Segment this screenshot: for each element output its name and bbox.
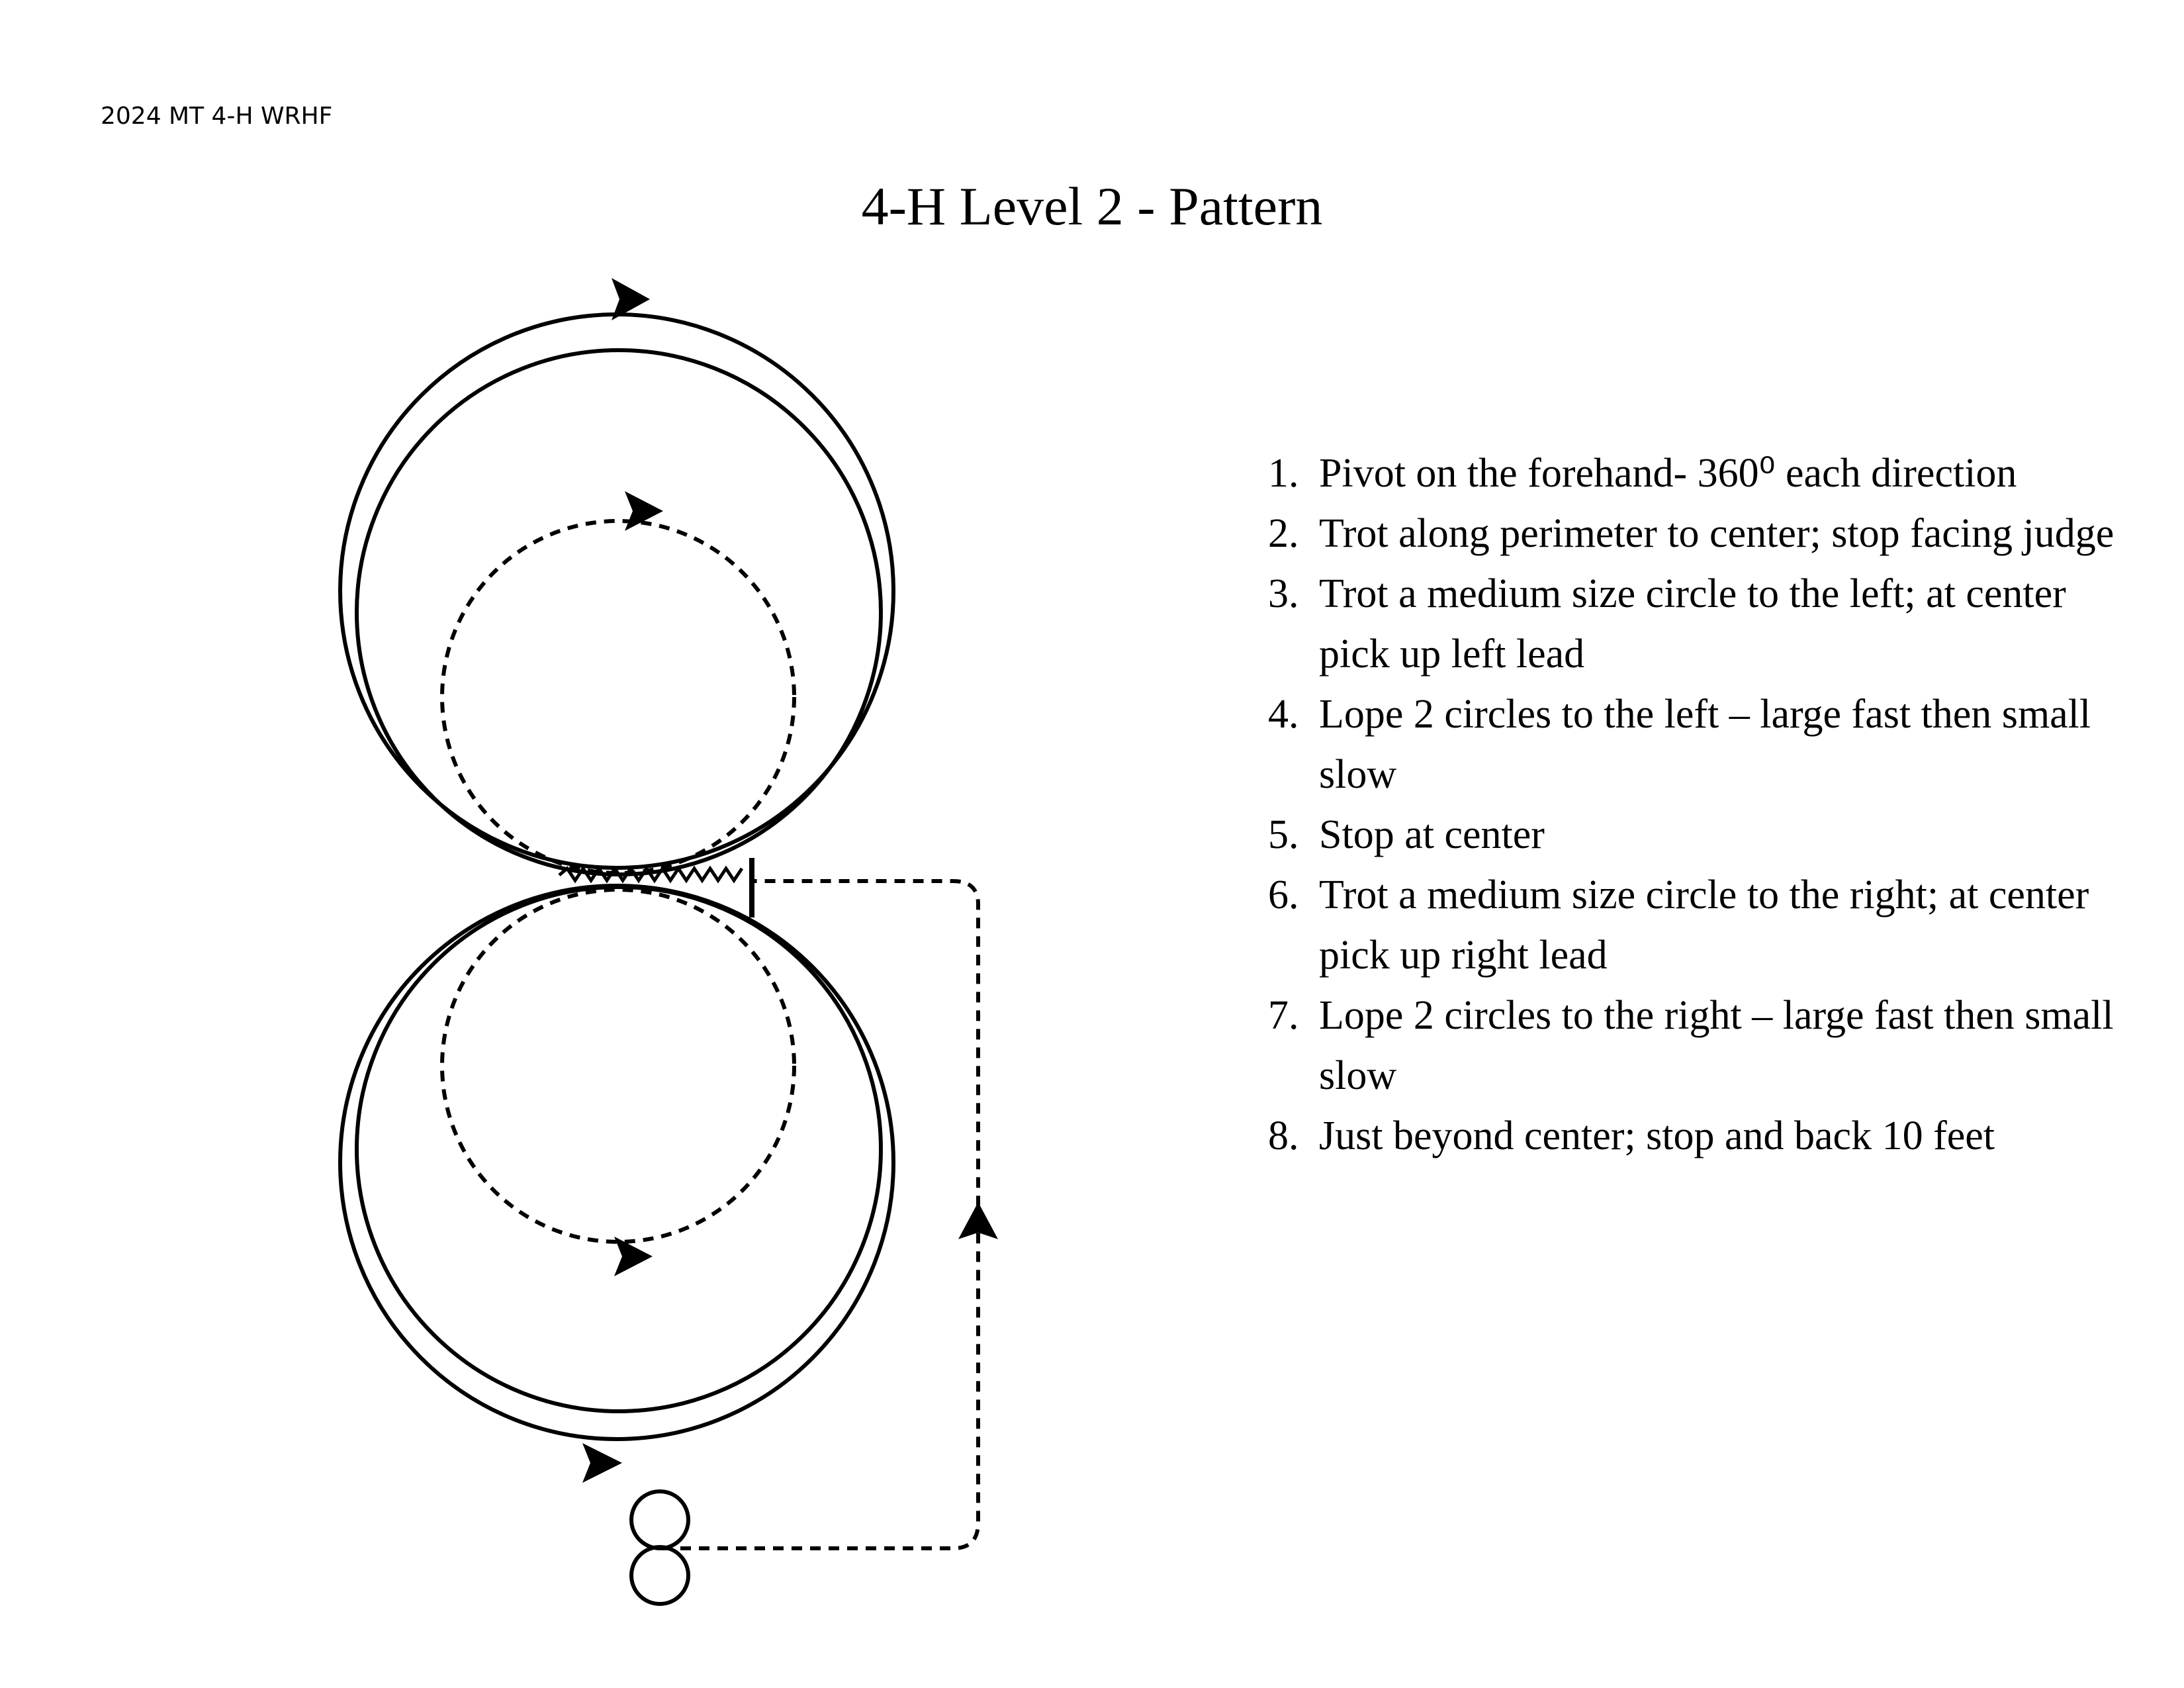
step-number: 8. [1268, 1113, 1299, 1158]
step-text: Stop at center [1319, 812, 1545, 857]
step-number: 6. [1268, 872, 1299, 917]
return-path-dashed [662, 879, 980, 1550]
step-item: 6. Trot a medium size circle to the righ… [1268, 865, 2128, 986]
page-title: 4-H Level 2 - Pattern [861, 176, 1323, 236]
inner-bottom-circle [355, 885, 883, 1413]
step-number: 1. [1268, 451, 1299, 496]
step-number: 4. [1268, 692, 1299, 737]
step-text: Trot a medium size circle to the left; a… [1319, 571, 2066, 677]
step-text: Lope 2 circles to the right – large fast… [1319, 993, 2114, 1098]
arrow-return-up [958, 1202, 998, 1239]
arrow-top-outer [612, 278, 650, 320]
arrow-top-dashed [625, 491, 663, 531]
step-text: Lope 2 circles to the left – large fast … [1319, 692, 2091, 797]
arrow-bottom-dashed [614, 1237, 653, 1276]
dashed-top-circle [440, 519, 796, 875]
back-up-zigzag [558, 865, 744, 884]
header-note: 2024 MT 4-H WRHF [101, 103, 333, 130]
step-text: Pivot on the forehand- 360⁰ each directi… [1319, 451, 2017, 496]
step-number: 3. [1268, 571, 1299, 616]
pivot-figure-eight [629, 1489, 690, 1606]
step-number: 2. [1268, 511, 1299, 556]
step-item: 4. Lope 2 circles to the left – large fa… [1268, 684, 2128, 805]
step-item: 8. Just beyond center; stop and back 10 … [1268, 1106, 2128, 1166]
dashed-bottom-circle [440, 888, 796, 1244]
step-item: 3. Trot a medium size circle to the left… [1268, 564, 2128, 684]
arrow-bottom-outer [582, 1443, 622, 1483]
step-text: Trot a medium size circle to the right; … [1319, 872, 2089, 978]
step-item: 1. Pivot on the forehand- 360⁰ each dire… [1268, 444, 2128, 504]
step-number: 5. [1268, 812, 1299, 857]
step-item: 2. Trot along perimeter to center; stop … [1268, 504, 2128, 564]
step-text: Trot along perimeter to center; stop fac… [1319, 511, 2115, 556]
pattern-steps: 1. Pivot on the forehand- 360⁰ each dire… [1268, 444, 2128, 1166]
step-text: Just beyond center; stop and back 10 fee… [1319, 1113, 1995, 1158]
step-item: 5. Stop at center [1268, 805, 2128, 865]
step-number: 7. [1268, 993, 1299, 1038]
step-item: 7. Lope 2 circles to the right – large f… [1268, 986, 2128, 1106]
